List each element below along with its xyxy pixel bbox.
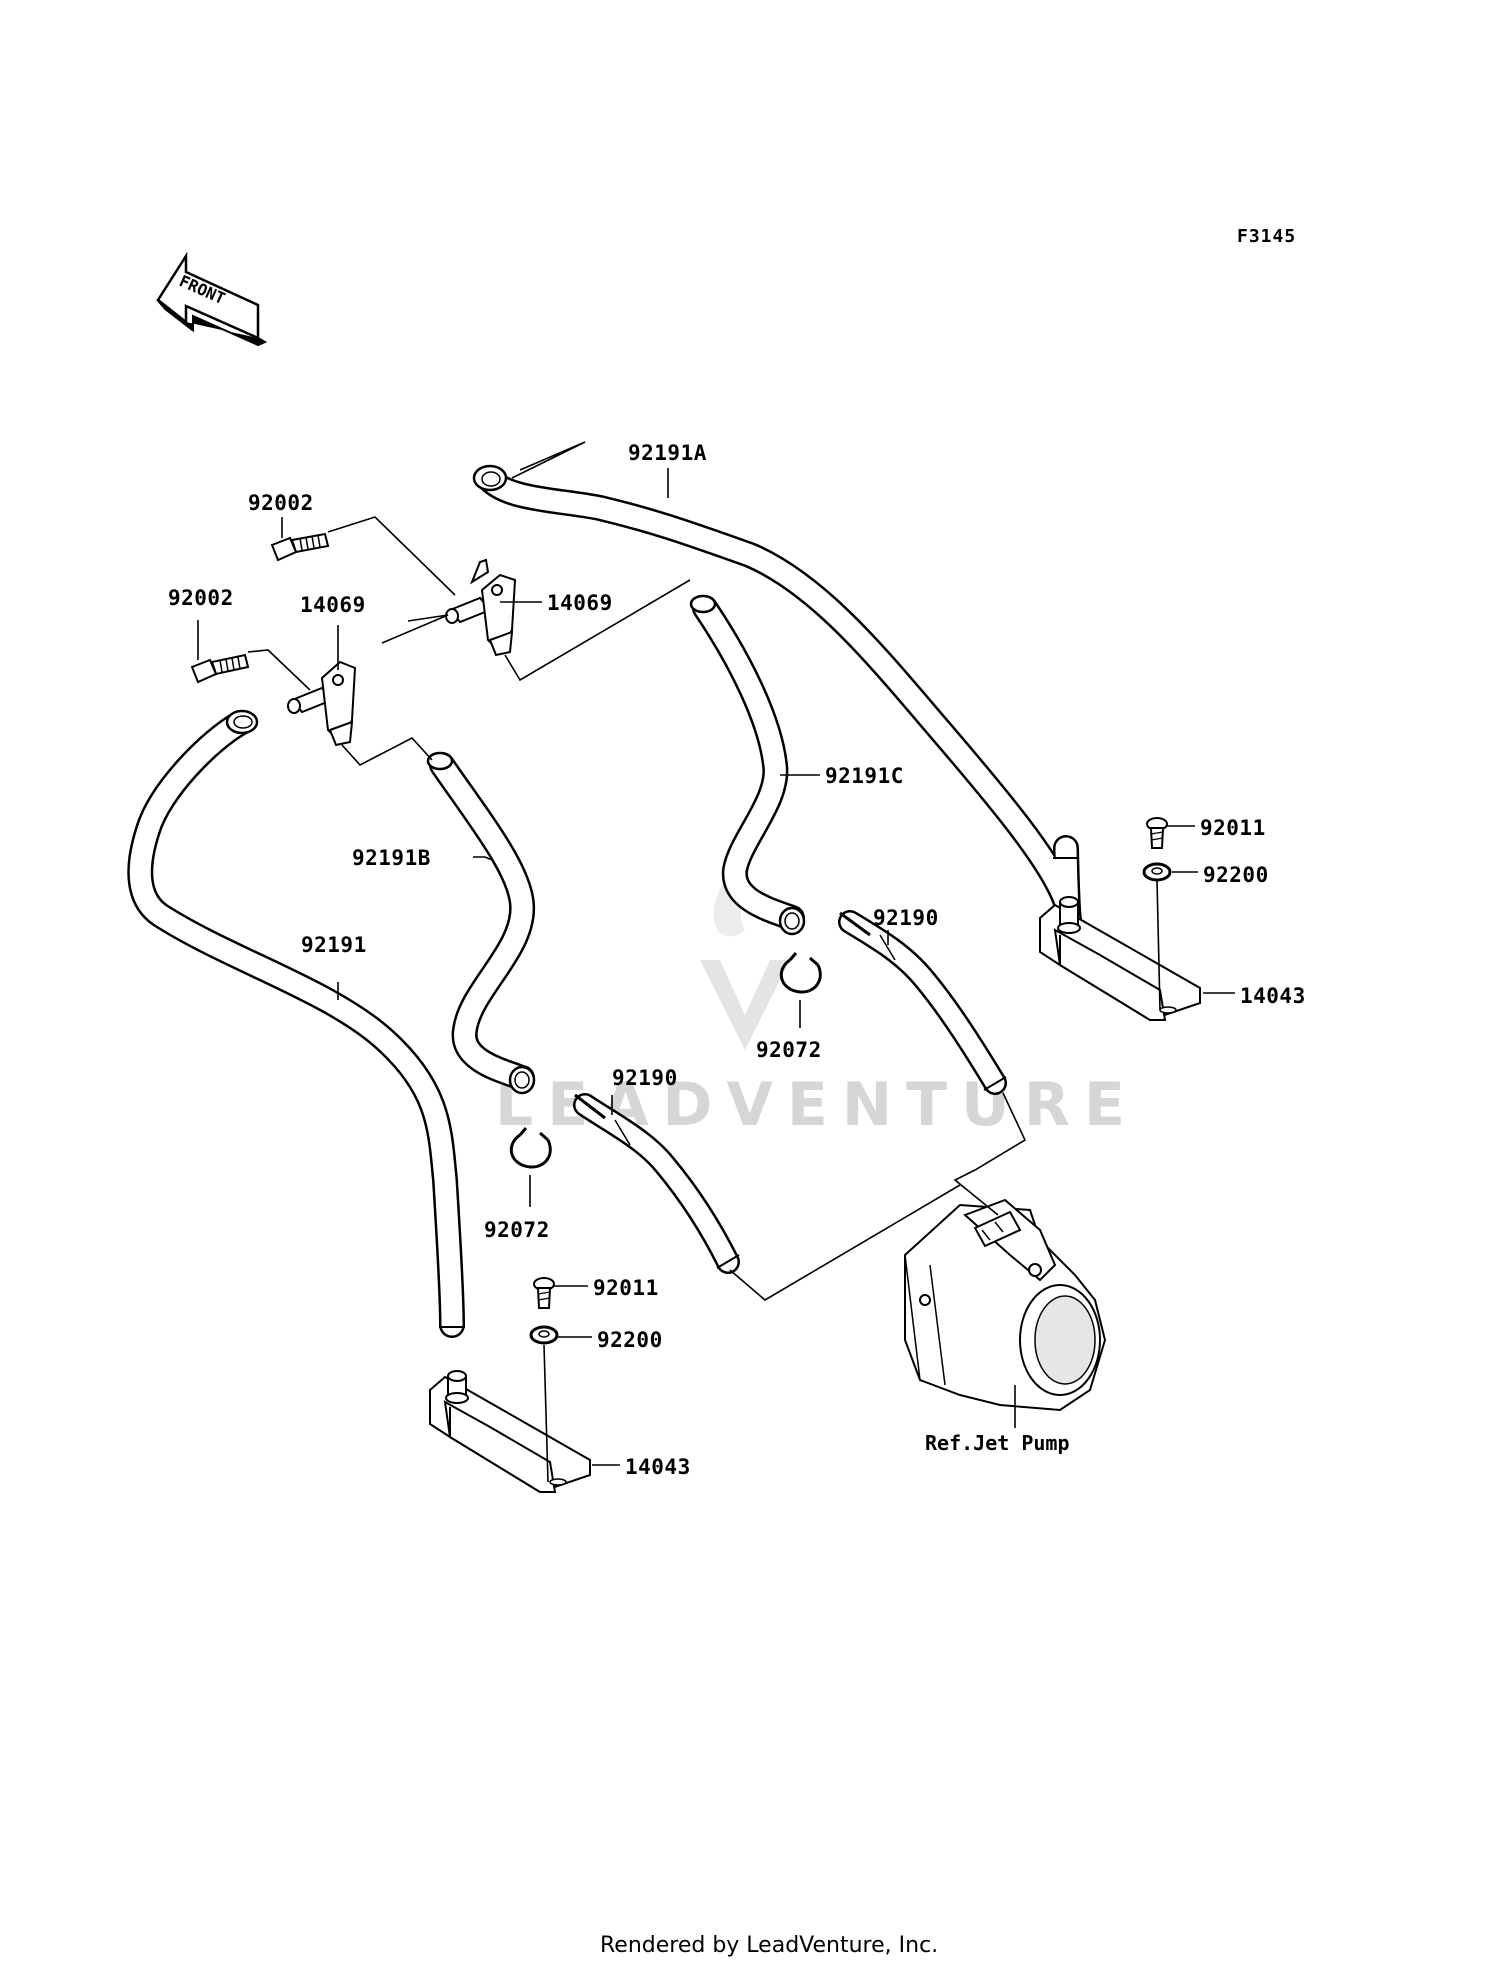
fitting-14069-right [445, 558, 517, 657]
washer-92200-left [529, 1325, 559, 1345]
hose-92191 [127, 709, 465, 1338]
washer-92200-right [1142, 862, 1172, 882]
hose-92191c [689, 594, 806, 936]
hose-92190-right [838, 910, 1007, 1095]
part-labels: 92191A 92002 14069 92002 14069 92191C 92… [168, 441, 1306, 1479]
label-92190-left[interactable]: 92190 [612, 1066, 678, 1090]
label-14043-right[interactable]: 14043 [1240, 984, 1306, 1008]
label-92191b[interactable]: 92191B [352, 846, 431, 870]
intake-14043-left [429, 1370, 591, 1494]
bolt-92002-top [270, 532, 330, 562]
label-14069-right[interactable]: 14069 [547, 591, 613, 615]
label-14069-left[interactable]: 14069 [300, 593, 366, 617]
label-92191a[interactable]: 92191A [628, 441, 707, 465]
watermark-logo [700, 960, 790, 1050]
label-92011-right[interactable]: 92011 [1200, 816, 1266, 840]
clamp-92072-right [779, 952, 822, 994]
footer-credit: Rendered by LeadVenture, Inc. [600, 1933, 938, 1958]
label-92072-left[interactable]: 92072 [484, 1218, 550, 1242]
label-ref-jet-pump[interactable]: Ref.Jet Pump [925, 1431, 1070, 1455]
screw-92011-left [533, 1277, 555, 1309]
label-92200-right[interactable]: 92200 [1203, 863, 1269, 887]
bolt-92002-left [190, 653, 250, 684]
leader-lines [197, 441, 1235, 1483]
clamp-92072-left [509, 1127, 552, 1169]
label-92002-left[interactable]: 92002 [168, 586, 234, 610]
label-92190-right[interactable]: 92190 [873, 906, 939, 930]
label-92191[interactable]: 92191 [301, 933, 367, 957]
label-14043-left[interactable]: 14043 [625, 1455, 691, 1479]
jet-pump-housing [904, 1198, 1107, 1412]
label-92011-left[interactable]: 92011 [593, 1276, 659, 1300]
screw-92011-right [1146, 817, 1168, 849]
label-92200-left[interactable]: 92200 [597, 1328, 663, 1352]
front-arrow-icon: FRONT [156, 251, 268, 347]
label-92072-right[interactable]: 92072 [756, 1038, 822, 1062]
intake-14043-right [1039, 896, 1201, 1022]
hose-92191a [472, 464, 1082, 934]
fitting-14069-left [287, 660, 357, 747]
hose-92191b [426, 751, 536, 1095]
label-92191c[interactable]: 92191C [825, 764, 904, 788]
label-92002-top[interactable]: 92002 [248, 491, 314, 515]
diagram-code: F3145 [1237, 226, 1296, 247]
hose-92190-left [573, 1093, 740, 1274]
